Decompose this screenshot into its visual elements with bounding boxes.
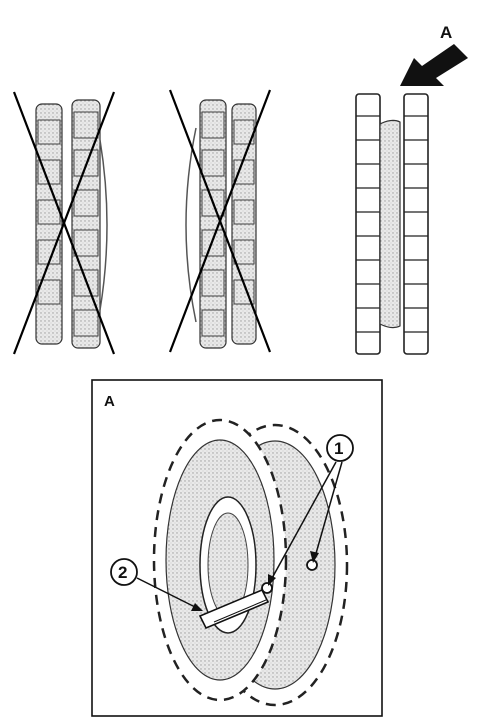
detail-panel-label: A	[104, 393, 115, 410]
callout-2: 2	[110, 558, 203, 611]
sprocket-side-view-correct	[355, 93, 429, 355]
svg-text:2: 2	[118, 563, 127, 582]
alignment-pin	[198, 588, 270, 630]
callout-1: 1	[268, 434, 354, 586]
svg-text:1: 1	[334, 439, 343, 458]
view-label-a: A	[440, 23, 452, 42]
sprocket-side-view-incorrect-2	[168, 89, 272, 353]
timing-hole	[261, 582, 273, 594]
timing-hole	[306, 559, 318, 571]
sprocket-side-view-incorrect-1	[12, 91, 116, 355]
front-sprocket	[152, 418, 288, 702]
detail-view-panel: A 1	[91, 379, 383, 717]
cross-out-mark	[168, 89, 272, 353]
cross-out-mark	[12, 91, 116, 355]
view-direction-arrow	[400, 44, 468, 86]
